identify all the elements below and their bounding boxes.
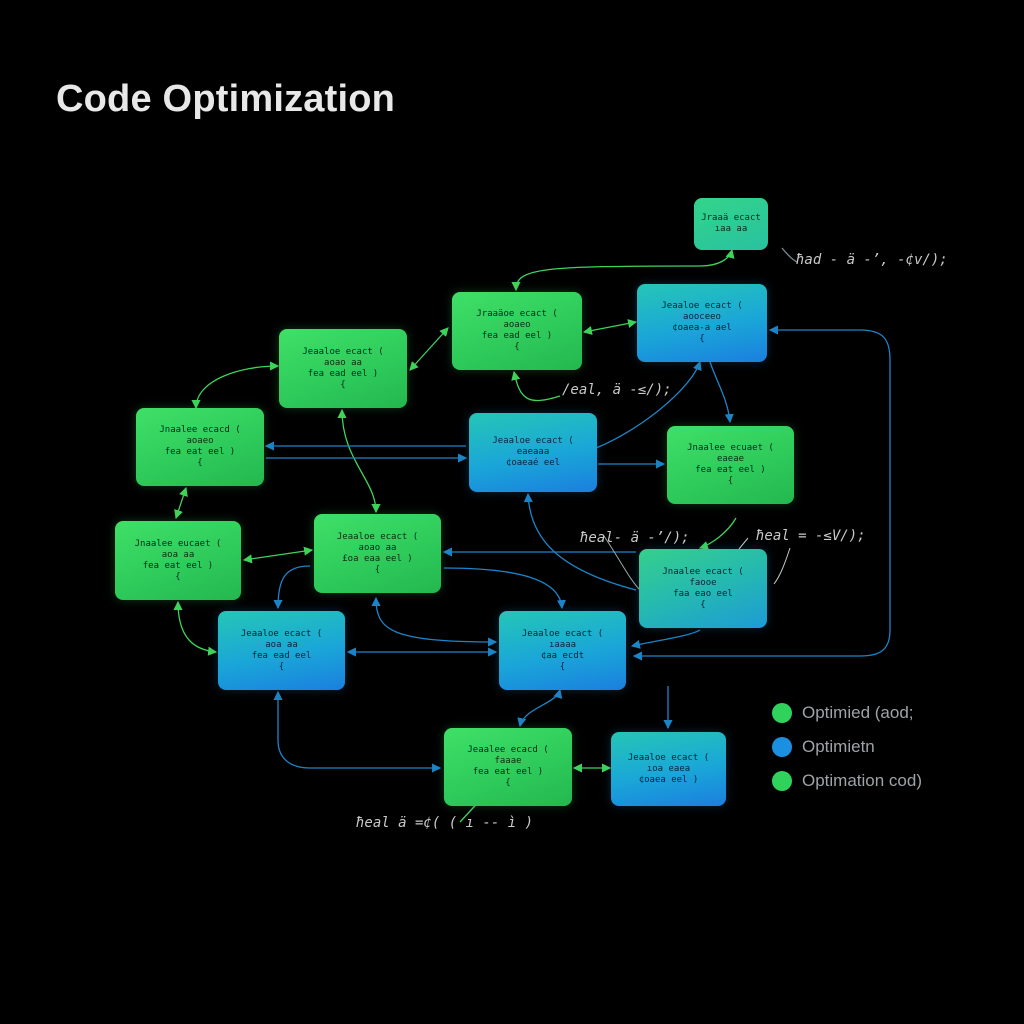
code-annotation: ħeal ä =¢( ( ı -- ì ) <box>356 815 534 831</box>
edge <box>603 535 641 591</box>
legend-swatch <box>772 737 792 757</box>
edge <box>511 248 735 292</box>
code-node[interactable]: Jeaaloe ecact ( aoao aa fea ead eel ) { <box>279 329 407 408</box>
code-node[interactable]: Jnaalee ecuaet ( eaeae fea eat eel ) { <box>667 426 794 504</box>
code-node[interactable]: Jraaäoe ecact ( aoaeo fea ead eel ) { <box>452 292 582 370</box>
edge <box>173 600 218 656</box>
legend-label: Optimation cod) <box>802 771 922 790</box>
edge <box>242 546 314 564</box>
code-node[interactable]: Jeaaloe ecact ( aoa aa fea ead eel { <box>218 611 345 690</box>
code-node[interactable]: Jnaalee eucaet ( aoa aa fea eat eel ) { <box>115 521 241 600</box>
edge <box>191 361 280 410</box>
edge <box>698 517 737 550</box>
code-node[interactable]: Jeaaloe ecact ( aoao aa £oa eaa eel ) { <box>314 514 441 593</box>
edge <box>337 408 381 514</box>
code-node[interactable]: Jeaaloe ecact ( ıoa eaea ¢oaea eel ) <box>611 732 726 806</box>
legend-swatch <box>772 703 792 723</box>
code-node[interactable]: Jraaä ecact ıaa aa <box>694 198 768 250</box>
edge <box>709 361 734 424</box>
edge <box>773 547 791 585</box>
code-node[interactable]: Jeaaloe ecact ( eaeaaa ¢oaeaé eel <box>469 413 597 492</box>
edge <box>582 319 638 335</box>
code-node[interactable]: Jnaalee ecact ( faooe faa eao eel { <box>639 549 767 628</box>
code-annotation: /eal, ä -≤/); <box>562 382 672 398</box>
page-title: Code Optimization <box>56 78 396 120</box>
edge <box>174 486 188 520</box>
edge <box>371 596 498 647</box>
code-annotation: ħad - ä -’, -¢v/); <box>796 252 948 268</box>
code-annotation: ħeal- ä -’/); <box>580 530 690 546</box>
legend-label: Optimietn <box>802 737 875 756</box>
edge <box>273 690 442 773</box>
edge <box>630 629 701 649</box>
legend-label: Optimied (aod; <box>802 703 914 722</box>
edge <box>273 565 311 610</box>
legend-swatch <box>772 771 792 791</box>
edge <box>632 325 891 661</box>
edge <box>517 688 563 728</box>
code-node[interactable]: Jnaalee ecacd ( aoaeo fea eat eel ) { <box>136 408 264 486</box>
code-node[interactable]: Jeaalee ecacd ( faaae fea eat eel ) { <box>444 728 572 806</box>
legend-item: Optimied (aod; <box>772 703 914 723</box>
edge <box>511 370 561 402</box>
legend-item: Optimietn <box>772 737 875 757</box>
code-node[interactable]: Jeaaloe ecact ( ıaaaa ¢aa ecdt { <box>499 611 626 690</box>
edge <box>409 327 449 371</box>
code-annotation: ħeal = -≤V/); <box>756 528 866 544</box>
edge <box>443 567 566 610</box>
code-node[interactable]: Jeaaloe ecact ( aooceeo ¢oaea-a ael { <box>637 284 767 362</box>
legend-item: Optimation cod) <box>772 771 922 791</box>
edge <box>781 247 799 263</box>
